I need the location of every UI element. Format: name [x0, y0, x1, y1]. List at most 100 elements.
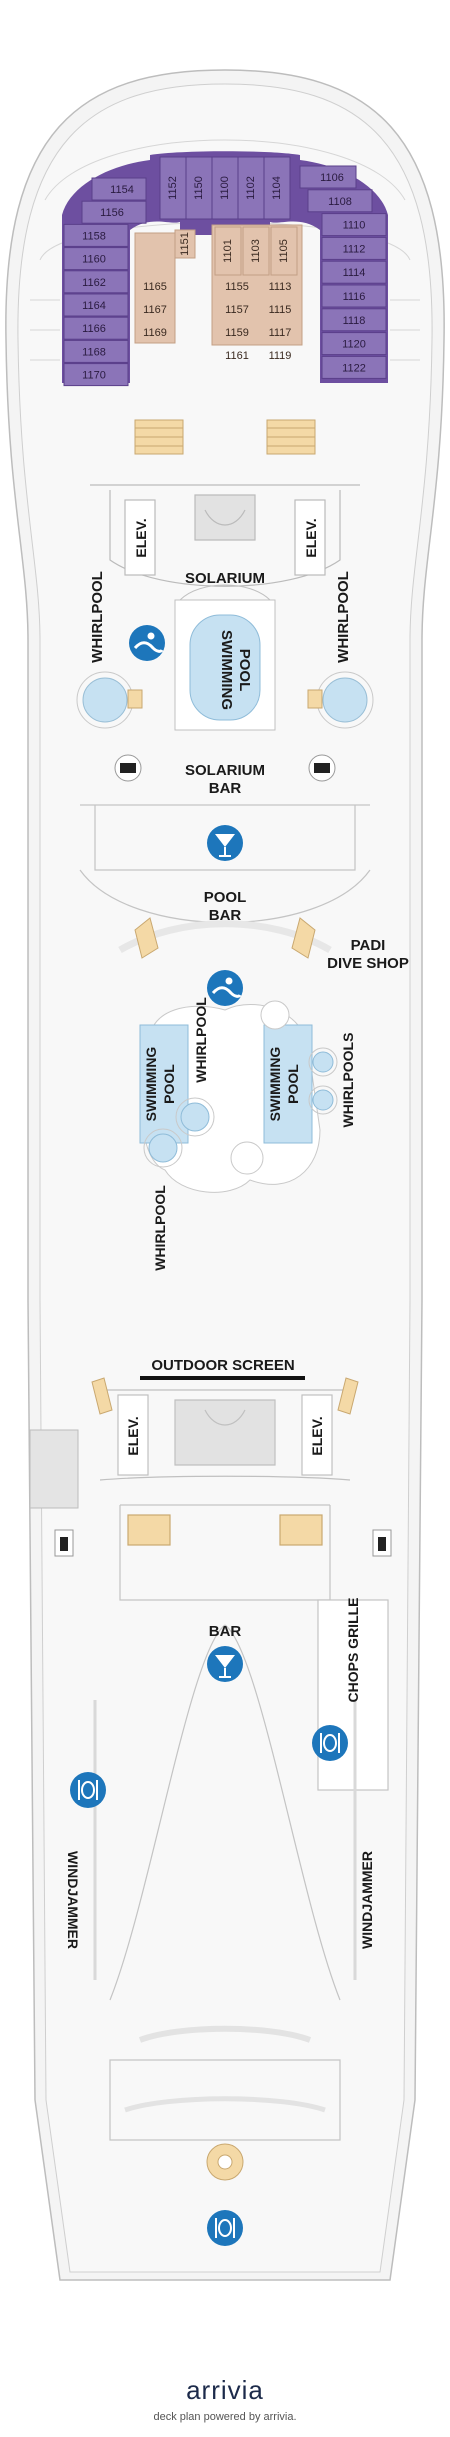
padi-label: PADI	[351, 937, 386, 954]
cabin-number: 1102	[245, 176, 257, 200]
bar-label: BAR	[209, 1623, 242, 1640]
cocktail-icon	[207, 1646, 243, 1682]
cabin	[321, 308, 387, 332]
dive-shop-label: DIVE SHOP	[327, 955, 409, 972]
dining-icon	[312, 1725, 348, 1761]
inner-cabins-left	[134, 232, 176, 344]
windjammer-label: WINDJAMMER	[359, 1851, 375, 1949]
main-swimming-pool-left	[139, 1024, 189, 1144]
side-block-left	[29, 1429, 79, 1509]
solarium-structure	[90, 484, 360, 587]
cabin-number: 1116	[343, 291, 366, 303]
forward-stairs	[134, 419, 316, 455]
cabin-number: 1169	[143, 327, 167, 339]
restroom-icon	[372, 1529, 392, 1557]
cabin-number: 1101	[222, 239, 234, 263]
cabin-number: 1170	[82, 370, 106, 382]
solarium-pool-area	[76, 584, 374, 731]
cabin	[63, 339, 129, 363]
cabin	[321, 260, 387, 284]
main-pool-area	[139, 1000, 338, 1193]
cabin	[159, 156, 187, 220]
restroom-icon	[308, 754, 336, 782]
elev-label: ELEV.	[133, 518, 149, 557]
solarium-bar-label-2: BAR	[209, 780, 242, 797]
cabin	[263, 156, 291, 220]
cabin-number: 1103	[250, 239, 262, 263]
cabin	[321, 213, 387, 237]
cabin-number: 1108	[328, 196, 352, 208]
cabin-number: 1119	[269, 350, 292, 362]
whirlpool-label: WHIRLPOOL	[193, 997, 209, 1083]
cabin-number: 1112	[343, 243, 366, 255]
cabin	[321, 355, 387, 379]
dining-icon	[70, 1772, 106, 1808]
cabin-number: 1120	[342, 339, 366, 351]
cabin	[211, 156, 239, 220]
cabin-number: 1154	[110, 184, 134, 196]
swimming-label: SWIMMING	[218, 630, 235, 710]
windjammer-label: WINDJAMMER	[65, 1851, 81, 1949]
restroom-icon	[54, 1529, 74, 1557]
swimming-label: SWIMMING	[143, 1047, 159, 1122]
cabin	[321, 332, 387, 356]
cabin-number: 1165	[143, 281, 167, 293]
cabin	[270, 226, 298, 276]
cabin	[63, 223, 129, 247]
cabin-number: 1160	[82, 254, 106, 266]
cabin	[81, 200, 147, 224]
whirlpool-label: WHIRLPOOL	[152, 1185, 168, 1271]
swimming-label: SWIMMING	[267, 1047, 283, 1122]
aft-side-rails	[93, 1700, 357, 1980]
solarium-swimming-pool	[189, 614, 261, 721]
cabin-number: 1151	[179, 232, 191, 256]
dining-icon	[207, 2210, 243, 2246]
cabin-number: 1105	[278, 239, 290, 263]
cabin	[63, 293, 129, 317]
whirlpools-label: WHIRLPOOLS	[340, 1033, 356, 1128]
cabin-number: 1115	[269, 304, 292, 316]
cabin	[63, 270, 129, 294]
cabin-number: 1117	[269, 327, 292, 339]
whirlpool-label: WHIRLPOOL	[89, 571, 106, 663]
cocktail-icon	[207, 825, 243, 861]
cabin	[321, 236, 387, 260]
restroom-icon	[114, 754, 142, 782]
cabin	[307, 189, 373, 213]
cabin	[63, 363, 129, 387]
pool-bar-stairs	[134, 917, 316, 959]
cabin-number: 1152	[167, 176, 179, 200]
swimmer-icon	[129, 625, 165, 661]
cabin-number: 1164	[82, 300, 106, 312]
cabin-number: 1100	[219, 176, 231, 200]
cabin-number: 1158	[82, 230, 106, 242]
cabin	[242, 226, 270, 276]
aft-spiral-stairs	[206, 2143, 244, 2181]
midship-structure	[99, 1389, 351, 1481]
cabin-number: 1106	[320, 172, 344, 184]
solarium-label: SOLARIUM	[185, 570, 265, 587]
cabin-number: 1150	[193, 176, 205, 200]
elev-label: ELEV.	[303, 518, 319, 557]
solarium-bar-label: SOLARIUM	[185, 762, 265, 779]
solarium-whirlpool-left	[82, 677, 128, 723]
cabin-block: 1154115611581160116211641166116811701152…	[62, 151, 388, 387]
pool-bar-label: POOL	[204, 889, 247, 906]
chops-grille-label: CHOPS GRILLE	[345, 1597, 361, 1702]
cabin-number: 1156	[100, 207, 124, 219]
pool-label: POOL	[161, 1064, 177, 1104]
cabin-number: 1167	[143, 304, 167, 316]
cabin-number: 1168	[82, 346, 106, 358]
outdoor-screen-label: OUTDOOR SCREEN	[151, 1357, 294, 1374]
cabin-number: 1114	[343, 267, 366, 279]
cabin	[185, 156, 213, 220]
cabin-number: 1122	[342, 362, 366, 374]
pool-bar-label-2: BAR	[209, 907, 242, 924]
cabin-number: 1161	[225, 350, 249, 362]
swimmer-icon	[207, 970, 243, 1006]
elev-label: ELEV.	[125, 1416, 141, 1455]
cabin-number: 1162	[82, 277, 106, 289]
elev-label: ELEV.	[309, 1416, 325, 1455]
